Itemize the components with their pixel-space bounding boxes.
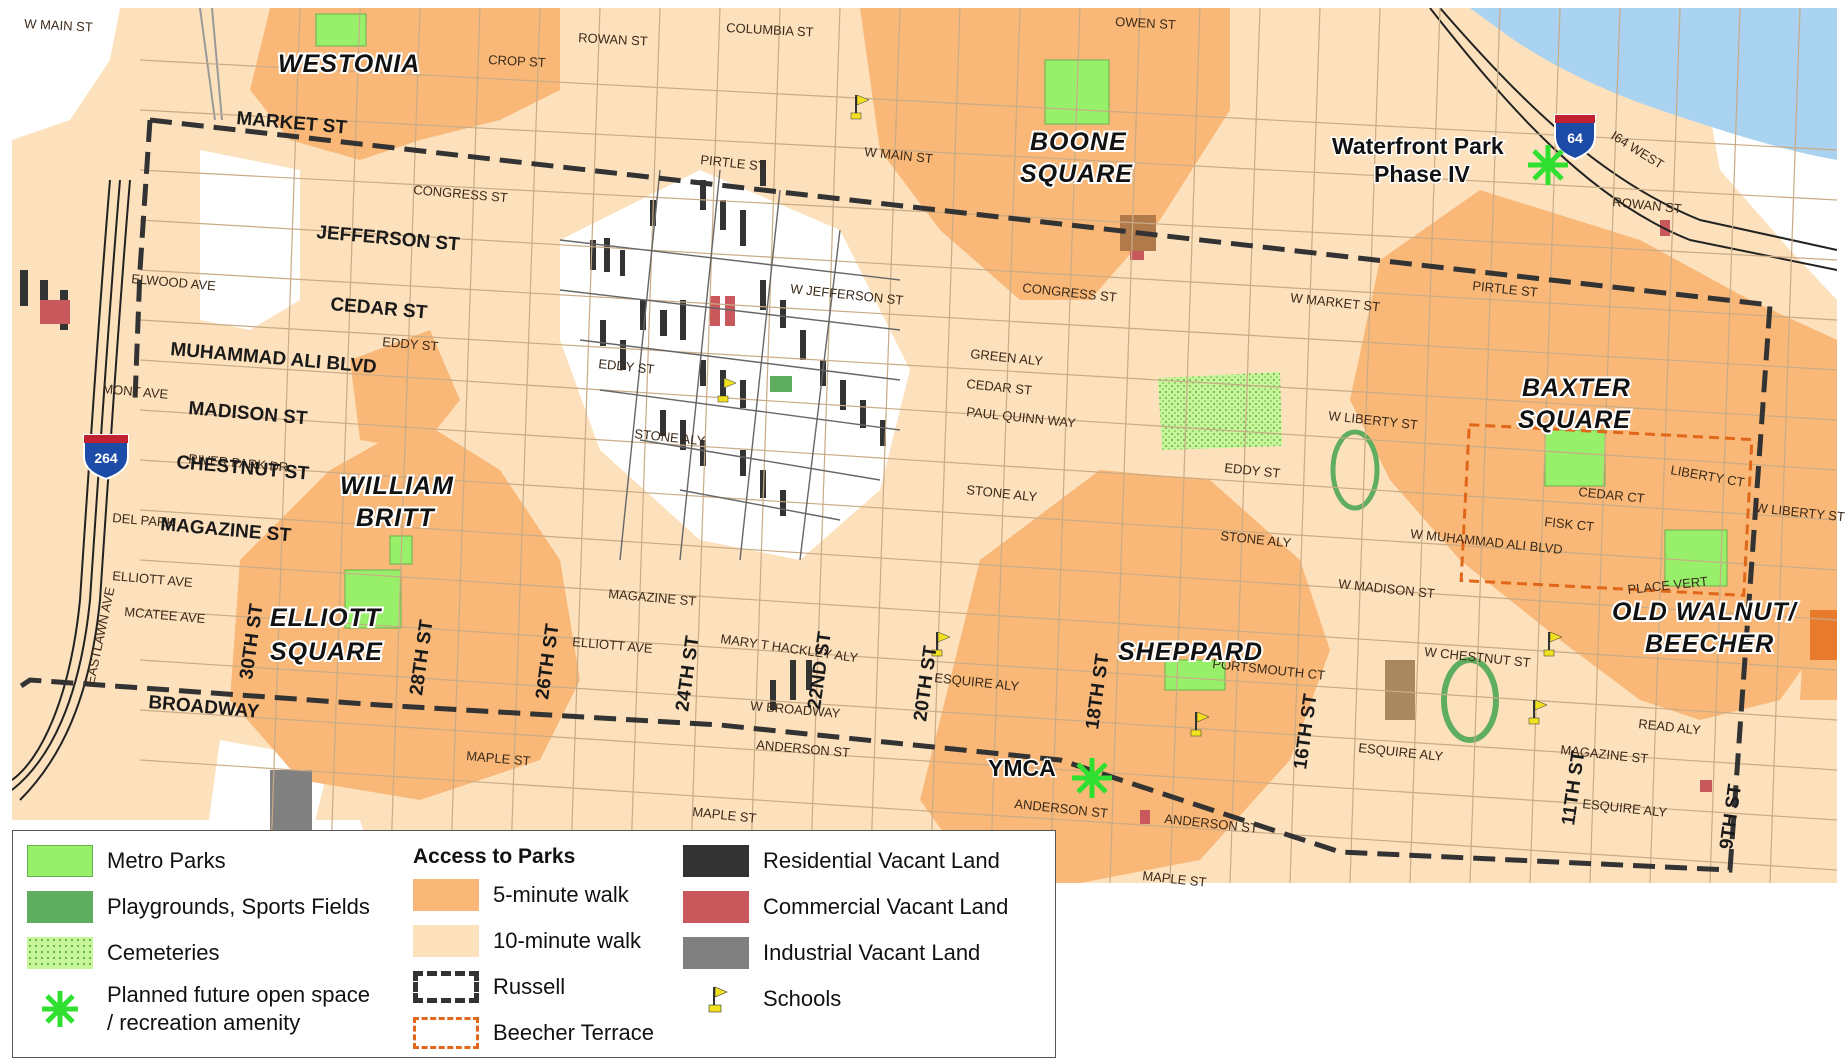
street-label: OWEN ST: [1115, 14, 1176, 32]
street-label: EDDY ST: [1224, 460, 1281, 481]
legend-label: 5-minute walk: [493, 882, 629, 907]
russell-swatch: [413, 971, 479, 1003]
neighborhood-baxter-square: SQUARE: [1518, 406, 1631, 434]
legend-label: Playgrounds, Sports Fields: [107, 894, 370, 919]
neighborhood-boone-square: SQUARE: [1020, 160, 1133, 188]
street-label: DEL PARK: [112, 510, 176, 530]
legend-industrial: Industrial Vacant Land: [683, 937, 980, 969]
neighborhood-elliott: ELLIOTT: [270, 604, 383, 632]
playgrounds-swatch: [27, 891, 93, 923]
neighborhood-westonia: WESTONIA: [278, 50, 420, 78]
beecher-terrace-boundary: [1459, 423, 1754, 597]
planned-open-space-ymca-icon: [1072, 758, 1112, 798]
neighborhood-elliott-square: SQUARE: [270, 638, 383, 666]
legend-planned: Planned future open space / recreation a…: [27, 981, 370, 1037]
street-grid-russell-core: [559, 169, 901, 561]
commercial-swatch: [683, 891, 749, 923]
street-label: ROWAN ST: [1612, 194, 1683, 216]
i64-shield: 64: [1554, 114, 1596, 161]
neighborhood-william: WILLIAM: [340, 472, 454, 500]
street-label: EDDY ST: [598, 356, 655, 377]
street-label: STONE ALY: [1220, 528, 1293, 550]
neighborhood-labels: WESTONIA BOONE SQUARE WILLIAM BRITT ELLI…: [268, 48, 1800, 668]
legend-label: Residential Vacant Land: [763, 848, 1000, 873]
legend-beecher: Beecher Terrace: [413, 1017, 654, 1049]
legend-russell: Russell: [413, 971, 565, 1003]
school-flag-icon: [683, 983, 749, 1015]
legend-walk5: 5-minute walk: [413, 879, 629, 911]
school-markers: [717, 94, 1563, 737]
neighborhood-britt: BRITT: [356, 504, 436, 532]
place-labels: Waterfront Park Phase IV YMCA: [987, 132, 1506, 783]
street-label: READ ALY: [1638, 716, 1702, 737]
map-legend: Metro Parks Playgrounds, Sports Fields C…: [12, 830, 1056, 1058]
playgrounds: [770, 376, 1499, 743]
legend-label: Cemeteries: [107, 940, 220, 965]
i264-shield-label: 264: [94, 450, 118, 466]
street-label: MONT AVE: [102, 381, 169, 402]
legend-label: Beecher Terrace: [493, 1020, 655, 1045]
street-label: PIRTLE ST: [1472, 278, 1539, 300]
street-grid: [139, 8, 1837, 883]
cemeteries: [1158, 372, 1282, 450]
russell-boundary: [13, 117, 1773, 873]
waterfront-park-label: Waterfront Park: [1332, 133, 1504, 159]
cemeteries-swatch: [27, 937, 93, 969]
industrial-swatch: [683, 937, 749, 969]
neighborhood-sheppard: SHEPPARD: [1118, 638, 1263, 666]
legend-label: / recreation amenity: [107, 1010, 301, 1035]
neighborhood-baxter: BAXTER: [1522, 374, 1631, 402]
planned-open-space-icon: [27, 991, 93, 1027]
street-label: MAPLE ST: [1142, 868, 1208, 890]
russell-boundary-west: [132, 119, 153, 401]
neighborhood-old-walnut: OLD WALNUT/: [1612, 598, 1799, 626]
beecher-swatch: [413, 1017, 479, 1049]
legend-playgrounds: Playgrounds, Sports Fields: [27, 891, 370, 923]
i64-shield-label: 64: [1567, 130, 1583, 146]
ohio-river: [1470, 8, 1837, 160]
legend-label: Russell: [493, 974, 566, 999]
street-label: ROWAN ST: [578, 30, 648, 49]
metro-parks-swatch: [27, 845, 93, 877]
street-label: CEDAR ST: [966, 376, 1033, 398]
street-label: CROP ST: [488, 52, 546, 70]
waterfront-park-phase-label: Phase IV: [1374, 161, 1471, 187]
legend-label: 10-minute walk: [493, 928, 641, 953]
street-label: ELLIOTT AVE: [572, 634, 654, 656]
neighborhood-beecher: BEECHER: [1645, 630, 1774, 658]
legend-label: Industrial Vacant Land: [763, 940, 981, 965]
walk10-swatch: [413, 925, 479, 957]
street-label: COLUMBIA ST: [726, 20, 814, 40]
legend-metro-parks: Metro Parks: [27, 845, 226, 877]
street-label: ELLIOTT AVE: [112, 568, 194, 590]
legend-schools: Schools: [683, 983, 841, 1015]
street-label: PIRTLE ST: [700, 152, 767, 174]
street-label: W MAIN ST: [864, 144, 934, 166]
street-label: W MAIN ST: [24, 16, 93, 35]
street-label: MCATEE AVE: [124, 604, 206, 626]
legend-access-title: Access to Parks: [413, 845, 576, 868]
street-label: MAPLE ST: [466, 748, 531, 769]
legend-residential: Residential Vacant Land: [683, 845, 1000, 877]
legend-cemeteries: Cemeteries: [27, 937, 219, 969]
street-label: STONE ALY: [966, 482, 1039, 504]
legend-commercial: Commercial Vacant Land: [683, 891, 1008, 923]
legend-walk10: 10-minute walk: [413, 925, 641, 957]
i264-shield: 264: [83, 434, 129, 481]
legend-label: Commercial Vacant Land: [763, 894, 1009, 919]
residential-swatch: [683, 845, 749, 877]
legend-label: Planned future open space: [107, 982, 370, 1007]
walk5-swatch: [413, 879, 479, 911]
ymca-label: YMCA: [988, 755, 1056, 781]
planned-open-space-waterfront-icon: [1528, 145, 1568, 185]
street-label: STONE ALY: [634, 426, 707, 448]
legend-label: Schools: [763, 986, 842, 1011]
street-label: FISK CT: [1544, 514, 1595, 534]
legend-label: Metro Parks: [107, 848, 226, 873]
street-label: EDDY ST: [382, 334, 439, 354]
neighborhood-boone: BOONE: [1030, 128, 1127, 156]
street-label: CEDAR CT: [1578, 484, 1646, 506]
street-label: MAPLE ST: [692, 804, 758, 826]
street-label: ELWOOD AVE: [131, 271, 217, 293]
